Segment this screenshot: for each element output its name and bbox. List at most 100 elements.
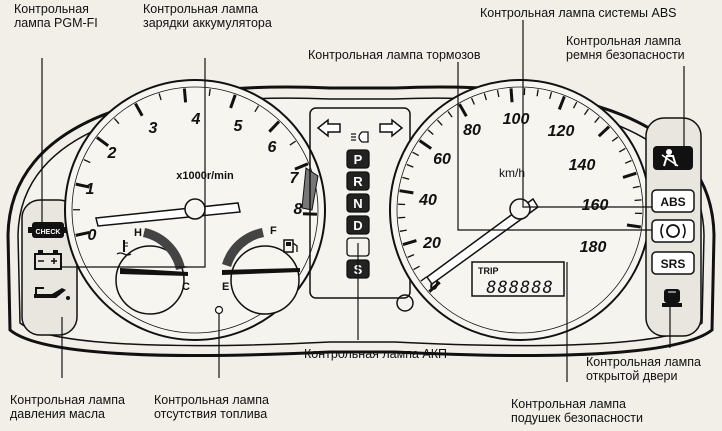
speedometer-labels: 0 20 40 60 80 100 120 140 160 180 km/h — [418, 111, 608, 294]
major-tick — [597, 125, 611, 138]
high-beam-icon — [351, 131, 369, 143]
minor-tick — [113, 118, 120, 125]
fuel-scale-arc — [222, 228, 264, 267]
major-tick — [399, 189, 414, 195]
trip-odometer: TRIP 888888 — [471, 261, 565, 298]
fuel-empty-label: E — [222, 281, 229, 293]
gear-box — [346, 171, 370, 191]
coolant-temp-icon — [116, 240, 132, 256]
trip-digits: 888888 — [486, 278, 553, 298]
gear-label: N — [353, 196, 362, 211]
major-tick — [182, 88, 188, 103]
center-knob — [396, 294, 414, 312]
minor-tick — [572, 101, 578, 109]
label-fuel: Контрольная лампа отсутствия топлива — [154, 393, 269, 421]
temp-needle — [120, 268, 188, 276]
oil-pressure-icon — [34, 287, 70, 300]
turn-left-icon — [316, 118, 341, 138]
speedometer-ring — [396, 86, 644, 334]
minor-tick — [289, 140, 297, 146]
srs-text: SRS — [661, 257, 686, 271]
tach-tick-7: 7 — [290, 170, 300, 187]
label-pgm-fi: Контрольная лампа PGM-FI — [14, 2, 98, 30]
minor-tick — [624, 159, 632, 164]
major-tick — [268, 120, 281, 133]
minor-tick — [618, 147, 626, 153]
speed-tick-0: 0 — [430, 277, 439, 294]
gear-box — [346, 193, 370, 213]
speed-tick-100: 100 — [503, 111, 530, 128]
gear-box — [346, 215, 370, 235]
minor-tick — [632, 185, 640, 189]
tachometer-labels: 0 1 2 3 4 5 6 7 8 x1000r/min — [86, 111, 303, 244]
major-tick — [622, 171, 637, 179]
gear-box — [346, 149, 370, 169]
speed-tick-60: 60 — [433, 151, 451, 168]
abs-text: ABS — [660, 195, 685, 209]
label-oil: Контрольная лампа давления масла — [10, 393, 125, 421]
turn-right-icon — [379, 118, 404, 138]
minor-tick — [634, 199, 642, 202]
major-tick — [509, 88, 514, 103]
major-tick — [75, 230, 90, 237]
battery-icon — [34, 250, 62, 270]
speed-tick-40: 40 — [418, 192, 437, 209]
tach-tick-3: 3 — [149, 120, 158, 137]
major-tick — [458, 103, 468, 118]
major-tick — [229, 94, 237, 109]
minor-tick — [406, 163, 414, 168]
label-abs: Контрольная лампа системы ABS — [480, 6, 677, 20]
srs-indicator: SRS — [651, 251, 695, 275]
temp-cold-label: C — [182, 281, 190, 293]
minor-tick — [611, 136, 619, 142]
fuel-needle — [222, 268, 300, 275]
minor-tick — [483, 93, 487, 101]
fuel-gauge: F E — [222, 225, 300, 315]
callout-abs — [522, 20, 652, 208]
callout-brakes — [457, 62, 652, 231]
fuel-pump-icon — [283, 239, 298, 253]
tach-tick-8: 8 — [294, 201, 303, 218]
gear-label: R — [353, 174, 363, 189]
tach-tick-0: 0 — [88, 227, 97, 244]
minor-tick — [407, 254, 415, 258]
speed-tick-180: 180 — [580, 239, 607, 256]
door-open-icon — [662, 289, 682, 307]
callout-lines — [41, 20, 685, 382]
label-door: Контрольная лампа открытой двери — [586, 355, 701, 383]
speed-tick-80: 80 — [463, 122, 481, 139]
check-engine-icon: CHECK — [28, 222, 68, 238]
label-airbag: Контрольная лампа подушек безопасности — [511, 397, 643, 425]
speedometer-unit: km/h — [499, 166, 525, 180]
major-tick — [402, 239, 417, 246]
tach-tick-6: 6 — [268, 139, 277, 156]
minor-tick — [83, 159, 91, 164]
minor-tick — [413, 265, 420, 271]
minor-tick — [549, 91, 553, 100]
minor-tick — [447, 111, 453, 118]
minor-tick — [594, 116, 600, 123]
label-brakes: Контрольная лампа тормозов — [308, 48, 481, 62]
major-tick — [134, 102, 144, 117]
temp-hot-label: H — [134, 227, 142, 239]
speed-tick-20: 20 — [422, 235, 441, 252]
speed-tick-140: 140 — [569, 157, 596, 174]
label-akp: Контрольная лампа АКП — [304, 347, 448, 361]
label-seatbelt: Контрольная лампа ремня безопасности — [566, 34, 685, 62]
minor-tick — [420, 276, 427, 282]
trip-label: TRIP — [478, 266, 499, 276]
major-tick — [557, 95, 566, 110]
tach-tick-5: 5 — [234, 118, 244, 135]
fuel-light-spot — [214, 305, 224, 315]
major-tick — [294, 162, 309, 171]
fuel-full-label: F — [270, 225, 277, 237]
check-engine-text: CHECK — [36, 229, 61, 236]
temperature-gauge: H C — [115, 227, 190, 315]
speed-tick-120: 120 — [548, 123, 575, 140]
seatbelt-icon — [653, 146, 693, 170]
minor-tick — [536, 89, 539, 97]
major-tick — [75, 182, 90, 189]
minor-tick — [208, 88, 211, 96]
